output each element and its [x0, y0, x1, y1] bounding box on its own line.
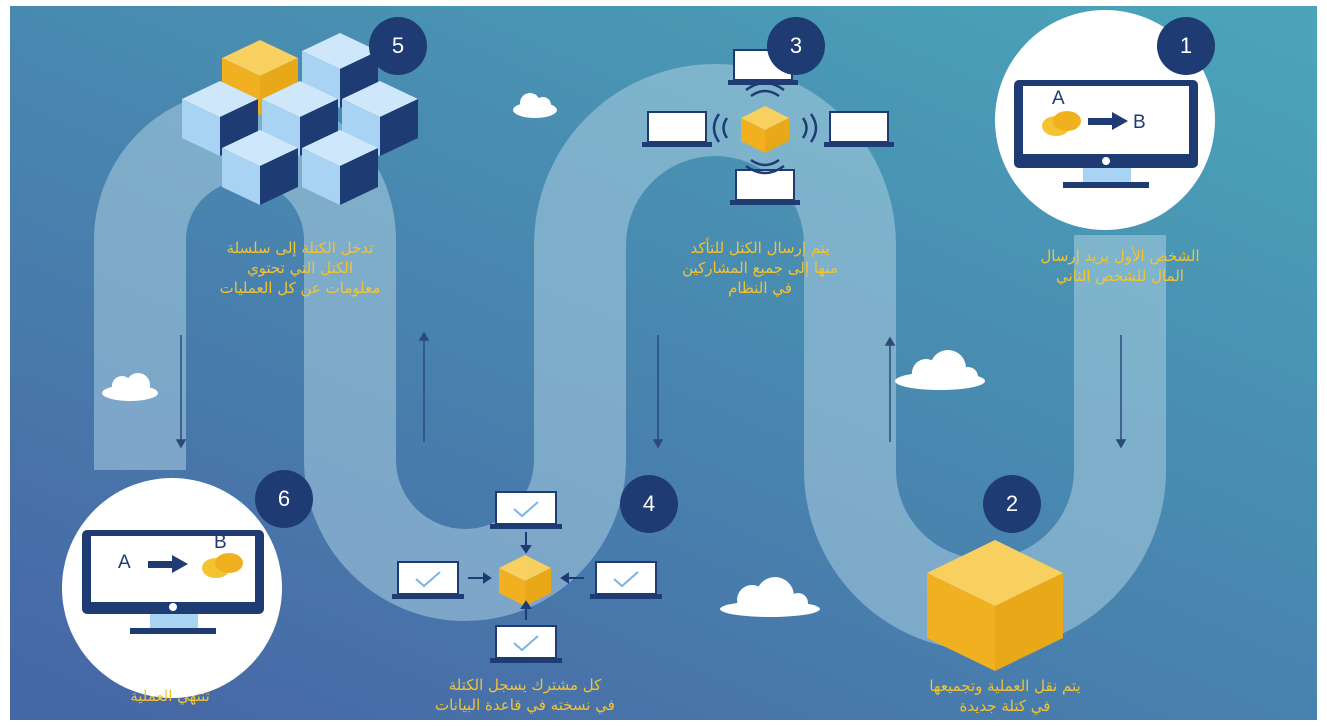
step-caption: تدخل الكتلة إلى سلسلة الكتل التي تحتوي م…	[219, 239, 381, 297]
arrow-right-icon	[1088, 112, 1128, 130]
step-number-badge: 2	[983, 475, 1041, 533]
step-number-badge: 6	[255, 470, 313, 528]
receiver-label: B	[214, 532, 227, 553]
arrow-right-icon	[148, 555, 188, 573]
laptop-icon	[730, 169, 800, 205]
step-caption: تنتهي العملية	[130, 687, 210, 705]
step-number-badge: 1	[1157, 17, 1215, 75]
receiver-label: B	[1133, 112, 1146, 133]
laptop-icon	[642, 111, 712, 147]
flow-arrows	[175, 331, 1127, 449]
small-gold-cube-icon	[741, 106, 789, 153]
step-caption: يتم إرسال الكتل للتأكد منها إلى جميع الم…	[682, 239, 838, 297]
coin-icon	[1042, 111, 1081, 136]
step-number-badge: 4	[620, 475, 678, 533]
step-number-badge: 3	[767, 17, 825, 75]
cube-stack-icon	[182, 33, 418, 205]
monitor-icon	[1014, 80, 1198, 188]
step-number-badge: 5	[369, 17, 427, 75]
inward-arrows-icon	[468, 532, 584, 620]
wifi-signal-icon	[712, 81, 818, 175]
broadcast-network-icon	[642, 49, 894, 205]
laptop-check-icon	[490, 491, 562, 529]
laptop-icon	[824, 111, 894, 147]
cloud-icon	[102, 373, 158, 401]
sender-label: A	[1052, 88, 1065, 109]
cloud-icon	[513, 93, 557, 118]
laptop-check-icon	[590, 561, 662, 599]
step-caption: كل مشترك يسجل الكتلة في نسخته في قاعدة ا…	[435, 676, 615, 714]
start-monitor-node	[995, 10, 1215, 230]
coin-icon	[202, 553, 243, 578]
step-caption: يتم نقل العملية وتجميعها في كتلة جديدة	[929, 677, 1081, 715]
gold-cube-icon	[927, 540, 1063, 671]
cloud-icon	[895, 350, 985, 390]
laptop-check-icon	[392, 561, 464, 599]
verify-network-icon	[392, 491, 662, 663]
end-monitor-node	[62, 478, 282, 698]
small-gold-cube-icon	[499, 555, 551, 606]
sender-label: A	[118, 552, 131, 573]
step-caption: الشخص الأول يريد إرسال المال للشخص الثان…	[1040, 247, 1200, 285]
laptop-check-icon	[490, 625, 562, 663]
cloud-icon	[720, 577, 820, 617]
